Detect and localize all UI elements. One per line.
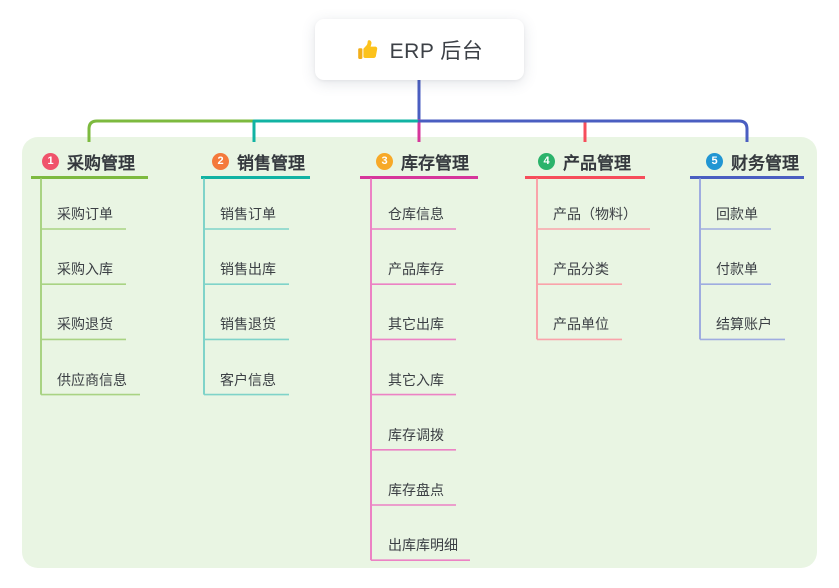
- child-node[interactable]: 客户信息: [220, 371, 276, 388]
- child-node[interactable]: 仓库信息: [388, 206, 444, 222]
- child-node[interactable]: 产品单位: [553, 316, 609, 333]
- child-node[interactable]: 库存调拨: [388, 426, 444, 443]
- child-node[interactable]: 其它入库: [388, 371, 444, 388]
- child-node[interactable]: 产品（物料）: [553, 206, 637, 222]
- branch-number-badge: 5: [706, 153, 723, 170]
- child-node[interactable]: 库存盘点: [388, 482, 444, 498]
- child-node[interactable]: 其它出库: [388, 316, 444, 333]
- child-node[interactable]: 出库库明细: [388, 537, 458, 554]
- child-node[interactable]: 付款单: [716, 261, 758, 278]
- branch-label: 销售管理: [237, 154, 305, 173]
- root-node-label: ERP 后台: [389, 39, 484, 63]
- child-node[interactable]: 产品分类: [553, 261, 609, 278]
- branch-node-5[interactable]: 5 财务管理: [706, 149, 799, 174]
- child-node[interactable]: 销售退货: [220, 316, 276, 333]
- branch-node-4[interactable]: 4 产品管理: [538, 149, 631, 174]
- branch-node-3[interactable]: 3 库存管理: [376, 149, 469, 174]
- child-node[interactable]: 销售订单: [220, 206, 276, 222]
- branch-number-badge: 2: [212, 153, 229, 170]
- child-node[interactable]: 采购入库: [57, 261, 113, 278]
- child-node[interactable]: 产品库存: [388, 261, 444, 278]
- child-node[interactable]: 销售出库: [220, 261, 276, 278]
- branch-number-badge: 1: [42, 153, 59, 170]
- branch-number-badge: 3: [376, 153, 393, 170]
- child-node[interactable]: 采购退货: [57, 316, 113, 333]
- child-node[interactable]: 结算账户: [716, 316, 772, 333]
- child-node[interactable]: 供应商信息: [57, 371, 127, 388]
- branch-label: 财务管理: [731, 154, 799, 173]
- branch-node-2[interactable]: 2 销售管理: [212, 149, 305, 174]
- root-node[interactable]: ERP 后台: [315, 19, 524, 80]
- branch-node-1[interactable]: 1 采购管理: [42, 149, 135, 174]
- child-node[interactable]: 回款单: [716, 206, 758, 222]
- thumbs-up-icon: [356, 38, 380, 62]
- branch-label: 库存管理: [401, 154, 469, 173]
- topic-boundary-panel: [22, 137, 817, 568]
- branch-label: 产品管理: [563, 154, 631, 173]
- child-node[interactable]: 采购订单: [57, 206, 113, 222]
- branch-label: 采购管理: [67, 154, 135, 173]
- branch-number-badge: 4: [538, 153, 555, 170]
